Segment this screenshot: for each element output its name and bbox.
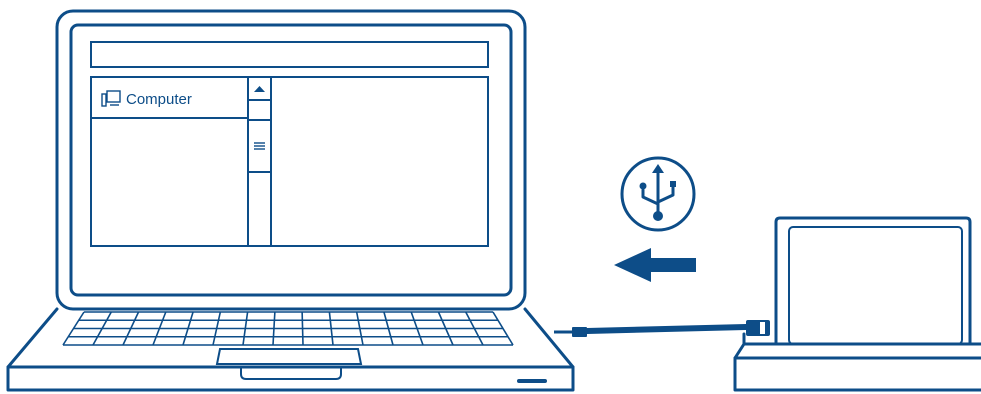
laptop-notch bbox=[241, 367, 341, 379]
grip-lines-icon bbox=[254, 143, 265, 149]
drive-stand bbox=[735, 334, 981, 390]
laptop-screen bbox=[71, 25, 511, 295]
keyboard bbox=[63, 312, 513, 345]
laptop: Computer bbox=[8, 11, 573, 390]
window-title-bar bbox=[91, 42, 488, 67]
cable-plug-contact bbox=[760, 322, 765, 334]
sidebar-item-label: Computer bbox=[126, 91, 192, 108]
arrow-left-icon bbox=[614, 248, 696, 282]
drive-body bbox=[776, 218, 970, 344]
external-drive bbox=[735, 218, 981, 390]
sidebar-item-computer[interactable]: Computer bbox=[102, 91, 192, 108]
keyboard-grid-line bbox=[273, 312, 275, 345]
scrollbar[interactable] bbox=[248, 86, 271, 172]
arrow-up-icon[interactable] bbox=[254, 86, 265, 92]
computer-icon bbox=[102, 91, 120, 106]
laptop-lid bbox=[57, 11, 525, 309]
drive-face bbox=[789, 227, 962, 344]
touchpad bbox=[217, 349, 361, 364]
keyboard-grid-line bbox=[302, 312, 303, 345]
usb-cable bbox=[554, 320, 770, 337]
cable-plug-right bbox=[746, 320, 770, 336]
cable-wire bbox=[587, 327, 746, 331]
usb-icon bbox=[622, 158, 694, 230]
